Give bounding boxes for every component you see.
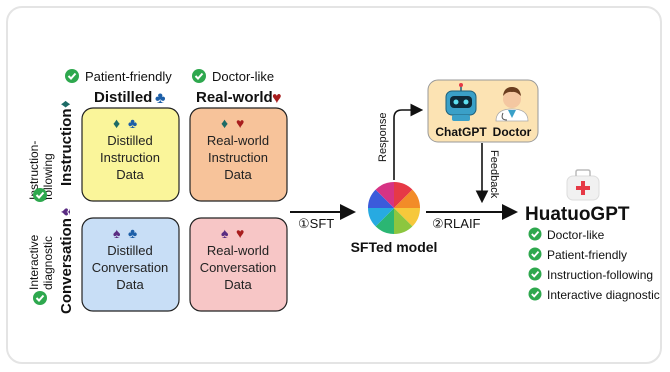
response-arrow [393, 103, 424, 180]
svg-text:Doctor-like: Doctor-like [547, 228, 605, 242]
robot-icon [445, 83, 477, 121]
feature-item: Doctor-like [528, 227, 605, 242]
diamond-icon: ♦ [113, 115, 120, 131]
svg-text:♠: ♠ [57, 208, 74, 216]
svg-text:Instruction: Instruction [100, 150, 160, 165]
club-icon: ♣ [128, 115, 137, 131]
svg-text:Real-world: Real-world [207, 133, 269, 148]
row-title-instruction: Instruction [58, 109, 75, 187]
svg-text:Distilled: Distilled [107, 243, 153, 258]
cell-distilled-conversation: ♠ ♣ Distilled Conversation Data [81, 217, 180, 312]
feature-item: Interactive diagnostic [528, 287, 660, 302]
row-check-interactive-diagnostic: Interactive diagnostic [27, 234, 55, 290]
cell-real-world-conversation: ♠ ♥ Real-world Conversation Data [189, 217, 288, 312]
svg-text:Conversation: Conversation [200, 260, 277, 275]
cell-real-world-instruction: ♦ ♥ Real-world Instruction Data [189, 107, 288, 202]
club-icon: ♣ [128, 225, 137, 241]
svg-text:Data: Data [224, 277, 252, 292]
huatuogpt-title: HuatuoGPT [525, 204, 630, 225]
spade-icon: ♠ [57, 208, 74, 216]
medical-kit-icon [566, 169, 600, 201]
row-check-instruction-following: Instruction- following [27, 141, 55, 200]
feedback-box: ChatGPT Doctor [427, 79, 539, 143]
diamond-icon: ♦ [221, 115, 228, 131]
spade-icon: ♠ [221, 225, 229, 241]
doctor-icon [495, 87, 529, 122]
svg-text:Instruction-following: Instruction-following [547, 268, 653, 282]
sfted-model-label: SFTed model [351, 239, 438, 255]
svg-text:Instruction-: Instruction- [27, 141, 41, 200]
svg-text:Feedback: Feedback [488, 150, 500, 199]
rlaif-step-label: ②RLAIF [432, 216, 481, 231]
col-label-patient-friendly: Patient-friendly [85, 69, 172, 84]
col-title-distilled: Distilled [94, 89, 152, 106]
heart-icon: ♥ [236, 115, 244, 131]
check-icon [528, 247, 542, 261]
heart-icon: ♥ [272, 90, 282, 107]
col-title-real-world: Real-world [196, 89, 273, 106]
col-check-doctor-like: Doctor-like [192, 69, 274, 84]
svg-text:diagnostic: diagnostic [41, 236, 55, 290]
svg-text:following: following [41, 153, 55, 200]
sft-step-label: ①SFT [298, 216, 334, 231]
feature-item: Instruction-following [528, 267, 653, 282]
response-label: Response [377, 112, 389, 162]
svg-text:Data: Data [116, 167, 144, 182]
svg-text:Instruction: Instruction [208, 150, 268, 165]
svg-text:♦: ♦ [57, 100, 74, 108]
svg-text:Response: Response [377, 112, 389, 162]
feature-item: Patient-friendly [528, 247, 627, 262]
sfted-model-color-wheel [367, 181, 421, 235]
check-icon [528, 227, 542, 241]
spade-icon: ♠ [113, 225, 121, 241]
svg-text:Distilled: Distilled [107, 133, 153, 148]
svg-text:Interactive: Interactive [27, 234, 41, 290]
doctor-label: Doctor [493, 125, 532, 139]
svg-text:Interactive diagnostic: Interactive diagnostic [547, 288, 660, 302]
check-icon [528, 267, 542, 281]
svg-text:Patient-friendly: Patient-friendly [547, 248, 627, 262]
svg-text:Real-world: Real-world [207, 243, 269, 258]
svg-text:Instruction: Instruction [58, 109, 75, 187]
check-icon [528, 287, 542, 301]
col-check-patient-friendly: Patient-friendly [65, 69, 172, 84]
svg-text:Data: Data [116, 277, 144, 292]
svg-text:Conversation: Conversation [58, 218, 75, 314]
chatgpt-label: ChatGPT [435, 125, 487, 139]
row-title-conversation: Conversation [58, 218, 75, 314]
heart-icon: ♥ [236, 225, 244, 241]
feedback-label: Feedback [488, 150, 500, 199]
cell-distilled-instruction: ♦ ♣ Distilled Instruction Data [81, 107, 180, 202]
svg-text:Data: Data [224, 167, 252, 182]
club-icon: ♣ [155, 90, 166, 107]
diamond-icon: ♦ [57, 100, 74, 108]
svg-text:Conversation: Conversation [92, 260, 169, 275]
col-label-doctor-like: Doctor-like [212, 69, 274, 84]
